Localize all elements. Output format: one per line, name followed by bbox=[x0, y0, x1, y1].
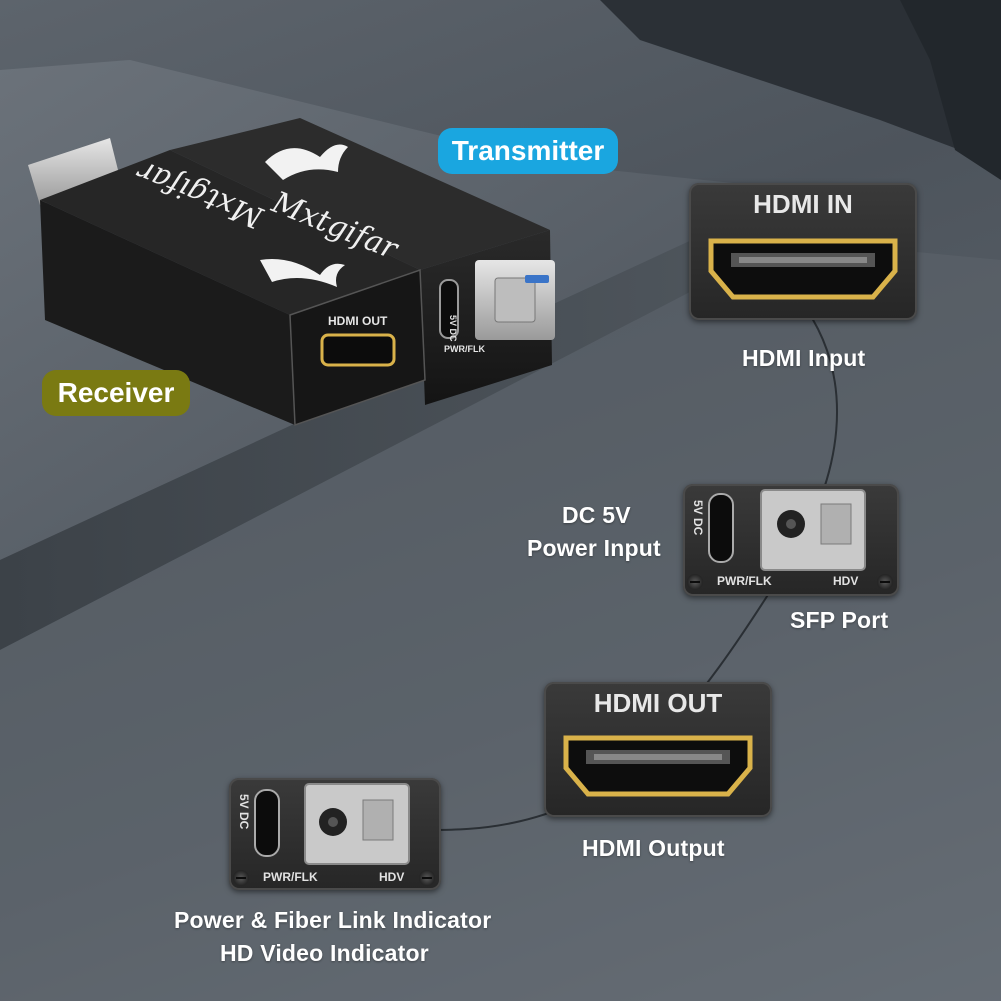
hdmi-out-title: HDMI OUT bbox=[593, 688, 723, 718]
receiver-side bbox=[40, 200, 295, 425]
hdmi-in-title: HDMI IN bbox=[753, 189, 853, 219]
hdmi-out-callout: HDMI OUT bbox=[544, 682, 772, 817]
led-label: PWR/FLK bbox=[444, 344, 485, 354]
desk-edge bbox=[0, 190, 800, 650]
receiver-badge: Receiver bbox=[42, 370, 190, 416]
hdmi-input-caption: HDMI Input bbox=[742, 345, 866, 371]
dc-label: 5V DC bbox=[691, 500, 705, 536]
transmitter-badge: Transmitter bbox=[438, 128, 618, 174]
sfp-callout: 5V DC PWR/FLK HDV bbox=[683, 484, 899, 596]
hdmi-port-icon bbox=[320, 333, 396, 367]
extender-devices: Mxtgifar Mxtgifar HDMI OUT 5V DC PWR/FLK bbox=[28, 118, 555, 427]
led2-label: HDV bbox=[833, 574, 859, 588]
hdmi-port-icon bbox=[708, 238, 898, 300]
led2-label: HDV bbox=[379, 870, 405, 884]
dc-caption-line2: Power Input bbox=[527, 535, 661, 561]
receiver-sfp-stub bbox=[28, 138, 120, 205]
hdmi-port-icon bbox=[563, 735, 753, 797]
dc-label: 5V DC bbox=[448, 315, 458, 342]
wall-block bbox=[600, 0, 1001, 180]
screw-icon bbox=[687, 574, 703, 590]
usb-c-port-icon bbox=[439, 279, 459, 339]
dc-label: 5V DC bbox=[237, 794, 251, 830]
led1-label: PWR/FLK bbox=[263, 870, 318, 884]
usb-c-port-icon bbox=[254, 789, 280, 857]
hdmi-in-callout: HDMI IN bbox=[689, 183, 917, 320]
connector-line bbox=[429, 299, 838, 831]
indicator-caption-line2: HD Video Indicator bbox=[220, 940, 429, 966]
screw-icon bbox=[419, 870, 435, 886]
dc-caption-line1: DC 5V bbox=[562, 502, 631, 528]
led1-label: PWR/FLK bbox=[717, 574, 772, 588]
screw-icon bbox=[877, 574, 893, 590]
shark-logo-icon bbox=[260, 259, 345, 287]
usb-c-port-icon bbox=[708, 493, 734, 563]
front-port-label: HDMI OUT bbox=[328, 314, 388, 328]
shark-logo-icon bbox=[265, 144, 348, 180]
indicators-callout: 5V DC PWR/FLK HDV bbox=[229, 778, 441, 890]
indicator-caption-line1: Power & Fiber Link Indicator bbox=[174, 907, 492, 933]
hdmi-output-caption: HDMI Output bbox=[582, 835, 725, 861]
screw-icon bbox=[233, 870, 249, 886]
sfp-port-caption: SFP Port bbox=[790, 607, 889, 633]
